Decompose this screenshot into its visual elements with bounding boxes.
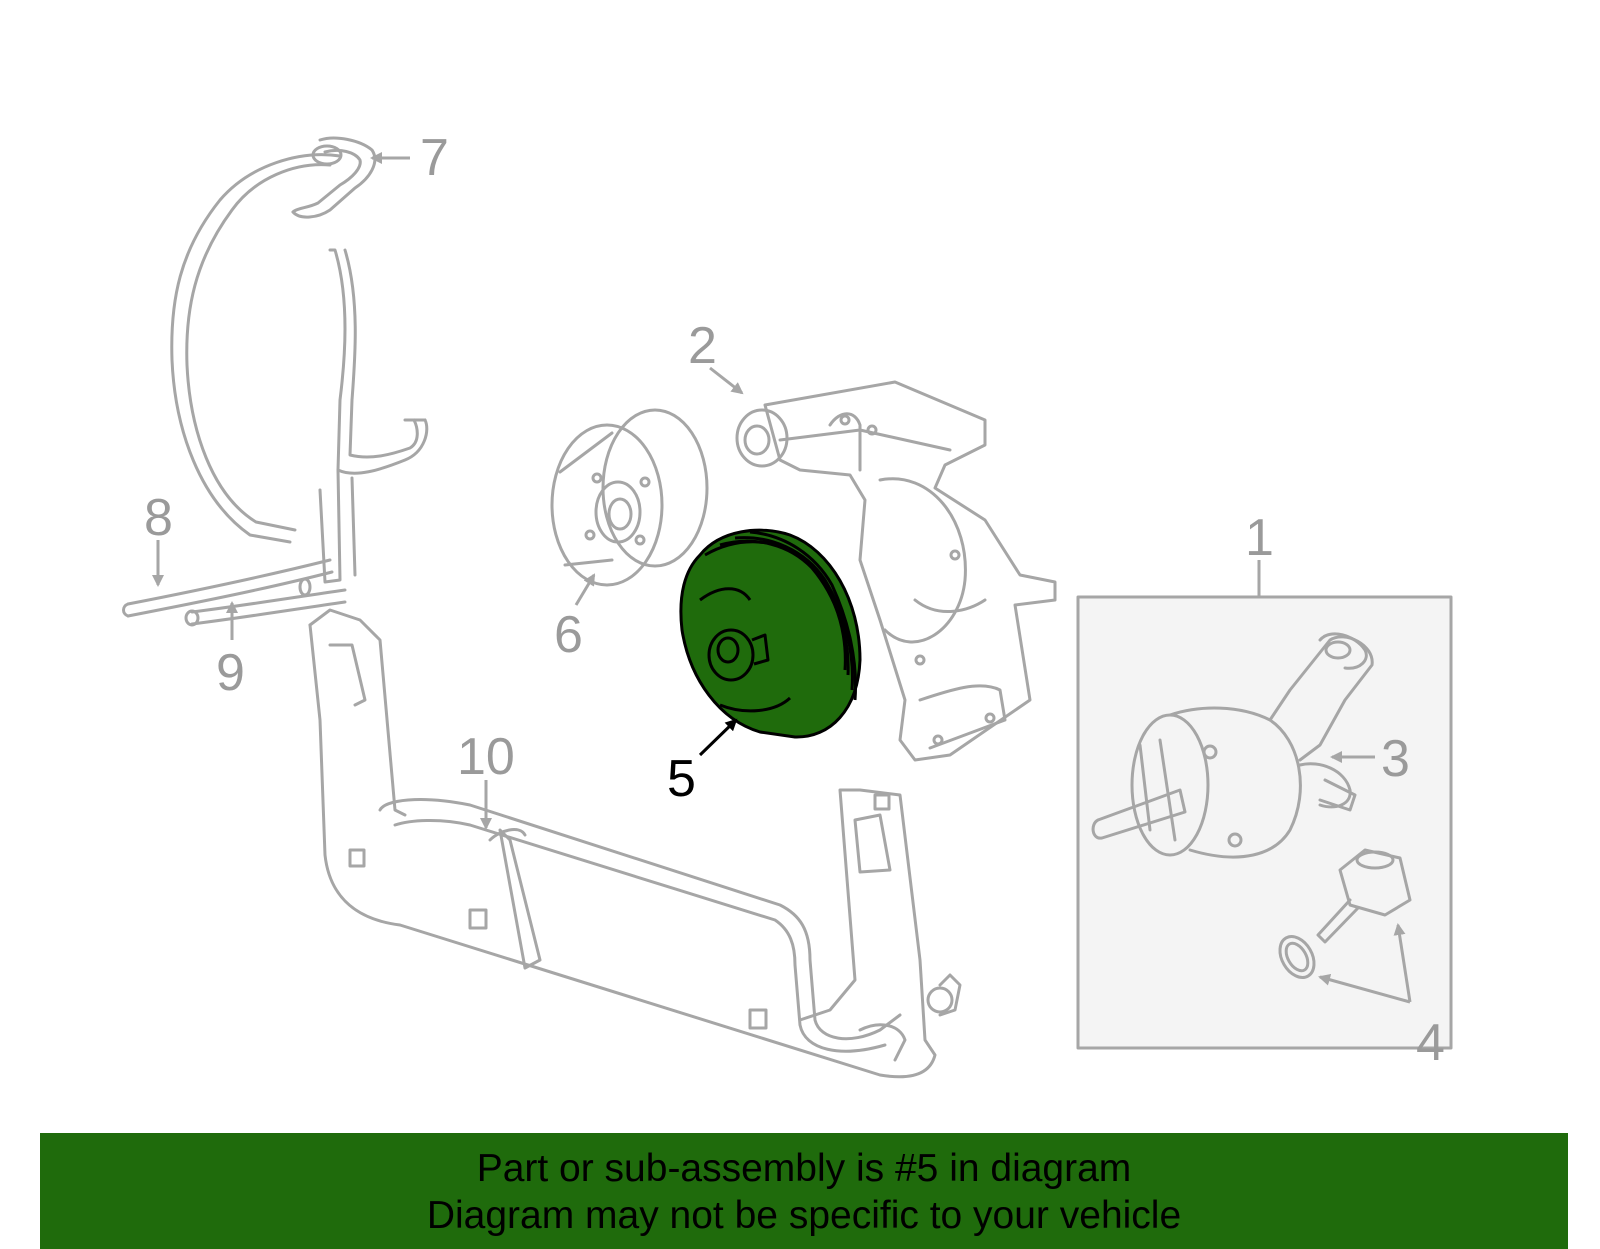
info-banner: Part or sub-assembly is #5 in diagram Di…: [40, 1133, 1568, 1249]
highlighted-pulley: [679, 528, 862, 739]
leader-6: [574, 573, 596, 606]
leader-4a: [1393, 923, 1412, 1003]
callout-9: 9: [216, 644, 245, 702]
power-steering-pump: [1091, 632, 1374, 859]
cooler-frame: [308, 608, 962, 1079]
callout-2: 2: [688, 317, 717, 375]
callout-5: 5: [667, 750, 696, 808]
idler-pulley: [550, 408, 709, 587]
callout-6: 6: [554, 606, 583, 664]
callout-3: 3: [1381, 730, 1410, 788]
callout-8: 8: [144, 489, 173, 547]
callout-10: 10: [457, 728, 515, 786]
reservoir-cap: [1278, 848, 1412, 979]
leader-5: [698, 718, 738, 757]
leader-2: [709, 366, 744, 395]
callout-1: 1: [1245, 509, 1274, 567]
callout-4: 4: [1416, 1014, 1445, 1072]
callout-7: 7: [420, 129, 449, 187]
leader-4b: [1318, 973, 1411, 1004]
banner-line-1: Part or sub-assembly is #5 in diagram: [476, 1147, 1132, 1190]
banner-line-2: Diagram may not be specific to your vehi…: [426, 1194, 1182, 1237]
hose-assembly: [122, 136, 429, 627]
mounting-bracket: [735, 380, 1057, 762]
inset-box: [1076, 595, 1453, 1050]
